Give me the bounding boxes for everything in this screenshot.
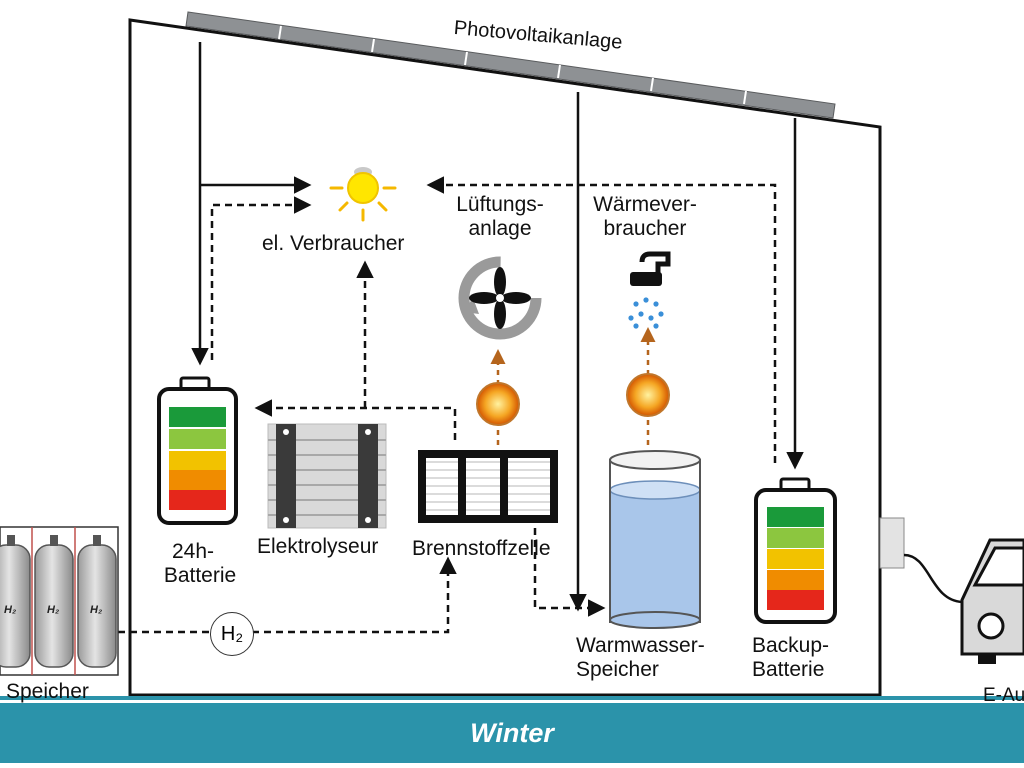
pv-panels (185, 11, 836, 119)
warm-water-tank-icon (609, 450, 701, 629)
banner-top-line (0, 696, 1024, 700)
pv-feed-lines (191, 42, 804, 612)
tank-2-label: H₂ (47, 604, 60, 616)
electrolyser-label: Elektrolyseur (257, 535, 379, 558)
e-car-label: E-Au (983, 685, 1024, 706)
dashed-flows (118, 176, 777, 634)
electrolyser-icon (267, 423, 387, 529)
ventilation-label: Lüftungs- anlage (440, 193, 560, 241)
warm-water-label-line2: Speicher (576, 658, 659, 681)
fuel-cell-icon (418, 450, 558, 523)
warm-water-label-line1: Warmwasser- (576, 634, 705, 657)
tank-1-label: H₂ (4, 604, 17, 616)
season-banner (0, 703, 1024, 763)
charging-station-icon (879, 517, 1024, 664)
battery-backup-icon (754, 477, 837, 624)
h2-storage-icon (0, 526, 119, 676)
battery-24h-icon (157, 376, 238, 525)
heat-consumer-label: Wärmever- braucher (585, 193, 705, 241)
consumer-label: el. Verbraucher (262, 232, 405, 255)
heat-flow-water (626, 327, 670, 445)
battery-24h-label-line1: 24h- (172, 540, 215, 563)
house-outline (128, 18, 882, 697)
backup-battery-label-line2: Batterie (752, 658, 825, 681)
fuel-cell-label: Brennstoffzelle (412, 537, 551, 560)
tank-3-label: H₂ (90, 604, 103, 616)
battery-24h-label: 24h- Batterie (150, 540, 250, 588)
backup-battery-label: Backup- Batterie (752, 634, 829, 682)
battery-24h-label-line2: Batterie (163, 564, 237, 587)
fan-icon (458, 256, 542, 340)
lightbulb-icon (329, 167, 397, 222)
heat-consumer-label-line2: braucher (603, 217, 687, 240)
warm-water-label: Warmwasser- Speicher (576, 634, 705, 682)
season-label: Winter (470, 718, 554, 748)
h2-storage-label: Speicher (6, 680, 89, 703)
ventilation-label-line2: anlage (468, 217, 532, 240)
shower-icon (628, 251, 671, 329)
heat-flow-ventilation (476, 349, 520, 445)
heat-consumer-label-line1: Wärmever- (593, 193, 697, 216)
backup-battery-label-line1: Backup- (752, 634, 830, 657)
h2-flow-label: H₂ (210, 612, 254, 656)
ventilation-label-line1: Lüftungs- (456, 193, 544, 216)
